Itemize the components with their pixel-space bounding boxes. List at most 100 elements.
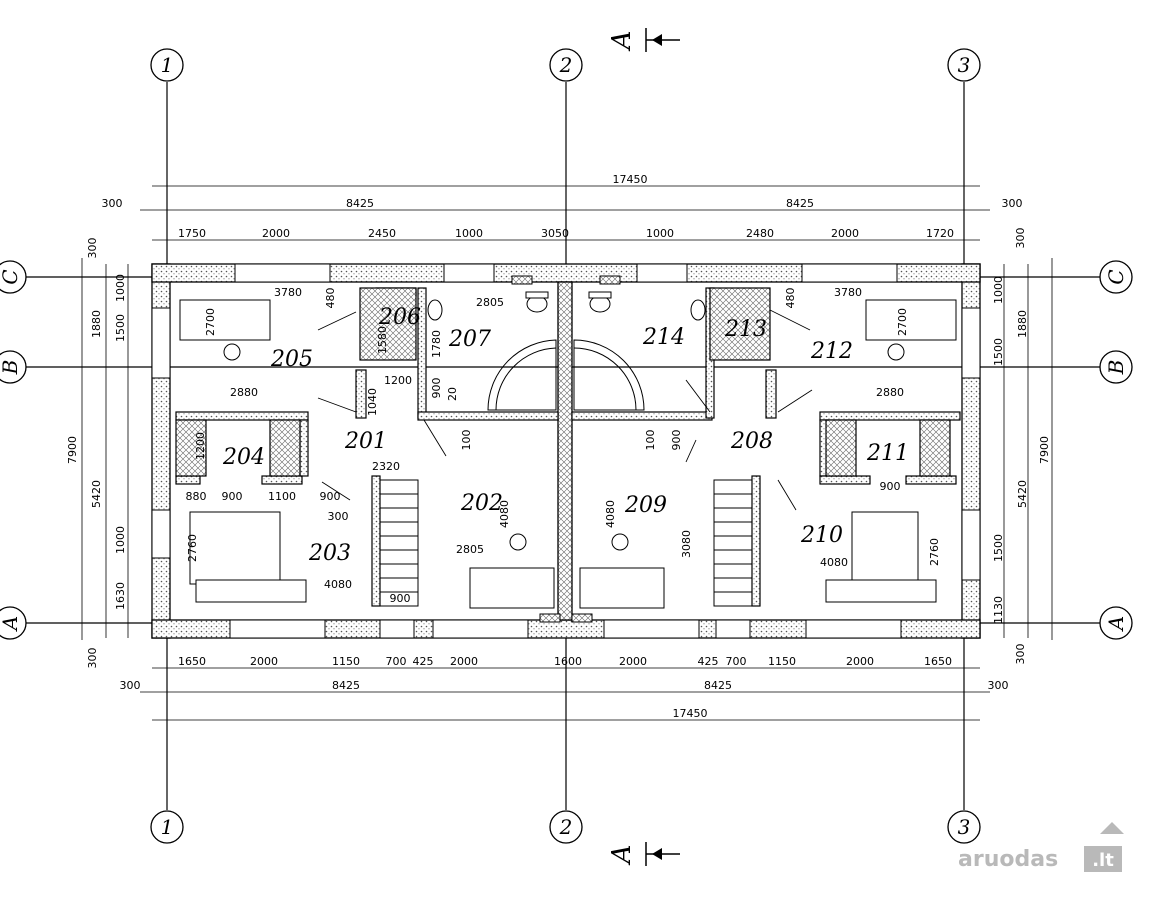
- section-marker-top: A: [607, 28, 680, 52]
- idim-l-14: 4080: [498, 500, 511, 528]
- dimension-lines: [81, 185, 1053, 721]
- idim-r-0: 3780: [834, 286, 862, 299]
- dim-top-half-right: 8425: [786, 197, 814, 210]
- svg-text:A: A: [0, 616, 22, 632]
- svg-text:B: B: [0, 360, 22, 376]
- interior-dims-left: 3780 480 2700 1580 1780 2805 1200 1040 9…: [186, 286, 512, 605]
- room-202: 202: [460, 491, 503, 516]
- idim-r-3: 2880: [876, 386, 904, 399]
- dim-left-axis-1: 5420: [90, 480, 103, 508]
- dim-bot-open-6: 1600: [554, 655, 582, 668]
- dim-bot-open-2: 1150: [332, 655, 360, 668]
- idim-l-15: 880: [186, 490, 207, 503]
- dim-left-win-1: 1500: [114, 314, 127, 342]
- dim-top-open-5: 1000: [646, 227, 674, 240]
- dim-right-end-top: 300: [1014, 228, 1027, 249]
- dim-top-total: 17450: [613, 173, 648, 186]
- axis-marker-top-1: 1: [150, 48, 184, 82]
- toilet-left: [525, 291, 549, 313]
- dim-right-win-1: 1500: [992, 338, 1005, 366]
- idim-r-1: 480: [784, 288, 797, 309]
- idim-l-0: 3780: [274, 286, 302, 299]
- dim-bot-open-8: 425: [698, 655, 719, 668]
- interior-walls-right: [571, 287, 961, 607]
- svg-text:A: A: [607, 845, 637, 866]
- idim-r-8: 4080: [820, 556, 848, 569]
- idim-l-3: 1580: [376, 326, 389, 354]
- axis-marker-left-a: A: [0, 606, 27, 640]
- dim-left-axis-0: 1880: [90, 310, 103, 338]
- stairs-right: [713, 479, 753, 607]
- idim-r-7: 3080: [680, 530, 693, 558]
- axis-marker-right-b: B: [1099, 350, 1133, 384]
- dim-left: 300 300 1000 1500 1000 1630 1880 5420 79…: [66, 238, 127, 669]
- svg-text:1: 1: [161, 815, 174, 839]
- idim-r-2: 2700: [896, 308, 909, 336]
- windows-bottom: [229, 613, 902, 639]
- room-203: 203: [308, 541, 351, 566]
- furniture: [179, 299, 957, 609]
- svg-text:1: 1: [161, 53, 174, 77]
- dim-top-end-left: 300: [102, 197, 123, 210]
- dim-right: 300 300 1000 1500 1500 1130 1880 5420 79…: [992, 228, 1051, 665]
- axis-marker-left-c: C: [0, 260, 27, 294]
- svg-text:C: C: [1104, 269, 1128, 284]
- dim-bot-open-11: 2000: [846, 655, 874, 668]
- dim-right-win-0: 1000: [992, 276, 1005, 304]
- dim-bottom: 1650 2000 1150 700 425 2000 1600 2000 42…: [120, 655, 1009, 720]
- room-207: 207: [448, 327, 491, 352]
- axis-marker-right-c: C: [1099, 260, 1133, 294]
- dim-bot-half-left: 8425: [332, 679, 360, 692]
- dim-left-total: 7900: [66, 436, 79, 464]
- room-201: 201: [344, 429, 387, 454]
- idim-l-2: 2700: [204, 308, 217, 336]
- door-swings: [317, 309, 813, 511]
- dim-right-win-2: 1500: [992, 534, 1005, 562]
- room-labels: 201 202 203 204 205 206 207 208 209 210 …: [222, 305, 909, 566]
- stairs-left: [379, 479, 419, 607]
- room-204: 204: [222, 445, 265, 470]
- idim-l-5: 2805: [476, 296, 504, 309]
- sink-left: [427, 299, 443, 321]
- dim-left-end-top: 300: [86, 238, 99, 259]
- dim-bot-open-4: 425: [413, 655, 434, 668]
- dim-bot-open-0: 1650: [178, 655, 206, 668]
- idim-l-23: 900: [390, 592, 411, 605]
- dim-bot-total: 17450: [673, 707, 708, 720]
- dim-right-total: 7900: [1038, 436, 1051, 464]
- axis-marker-bottom-1: 1: [150, 810, 184, 844]
- room-205: 205: [270, 347, 313, 372]
- dim-bot-open-5: 2000: [450, 655, 478, 668]
- dim-top-open-0: 1750: [178, 227, 206, 240]
- axis-marker-top-3: 3: [947, 48, 981, 82]
- dim-right-axis-1: 5420: [1016, 480, 1029, 508]
- dim-bot-open-12: 1650: [924, 655, 952, 668]
- svg-text:B: B: [1104, 360, 1128, 376]
- room-212: 212: [810, 339, 853, 364]
- idim-r-5: 900: [670, 430, 683, 451]
- idim-l-7: 1040: [366, 388, 379, 416]
- idim-r-10: 900: [880, 480, 901, 493]
- dim-bot-open-1: 2000: [250, 655, 278, 668]
- idim-l-12: 1200: [194, 432, 207, 460]
- dim-top-open-8: 1720: [926, 227, 954, 240]
- idim-l-18: 900: [320, 490, 341, 503]
- room-213: 213: [724, 317, 767, 342]
- interior-walls-left: [175, 287, 559, 607]
- dim-top-open-7: 2000: [831, 227, 859, 240]
- dim-bot-end-right: 300: [988, 679, 1009, 692]
- dim-left-win-2: 1000: [114, 526, 127, 554]
- axis-marker-right-a: A: [1099, 606, 1133, 640]
- idim-l-17: 1100: [268, 490, 296, 503]
- dim-bot-end-left: 300: [120, 679, 141, 692]
- axis-marker-left-b: B: [0, 350, 27, 384]
- dim-top: 17450 8425 8425 300 300 1750 2000 2450 1…: [102, 173, 1023, 240]
- svg-text:C: C: [0, 269, 22, 284]
- idim-l-4: 1780: [430, 330, 443, 358]
- axis-marker-top-2: 2: [549, 48, 583, 82]
- dim-right-win-3: 1130: [992, 596, 1005, 624]
- room-209: 209: [624, 493, 667, 518]
- dim-bot-open-10: 1150: [768, 655, 796, 668]
- idim-r-9: 2760: [928, 538, 941, 566]
- dim-top-end-right: 300: [1002, 197, 1023, 210]
